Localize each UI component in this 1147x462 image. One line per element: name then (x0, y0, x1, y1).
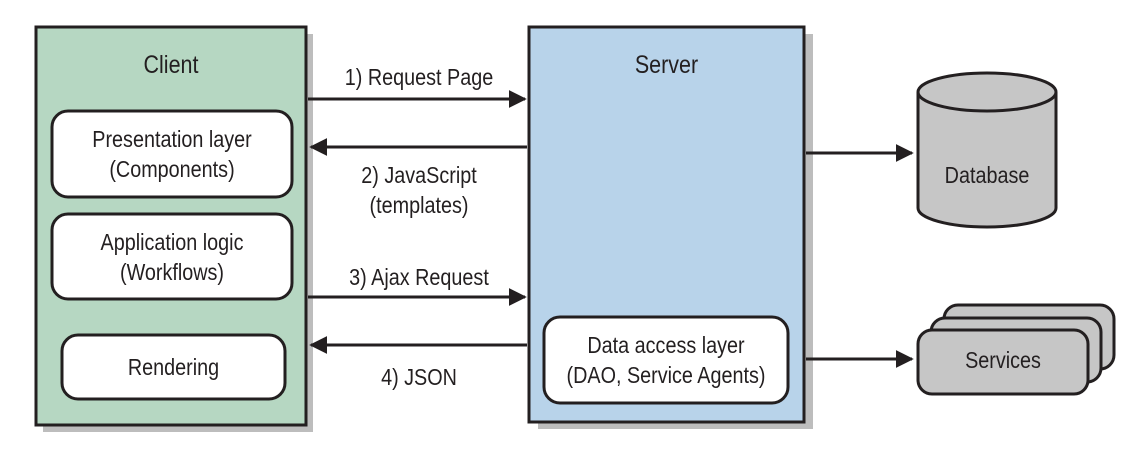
javascript-label: 2) JavaScript (templates) (361, 162, 477, 218)
application-logic-label: Application logic (Workflows) (100, 229, 244, 285)
database-icon (916, 71, 1058, 229)
request-page-label: 1) Request Page (344, 64, 494, 90)
rendering-box (60, 333, 287, 401)
rendering-label: Rendering (127, 354, 220, 380)
presentation-layer-label: Presentation layer (Components) (92, 126, 252, 182)
server-title: Server (634, 51, 699, 79)
services-label: Services (965, 347, 1041, 373)
data-access-layer-box (542, 315, 790, 405)
ajax-request-label: 3) Ajax Request (349, 264, 489, 290)
services-stack-icon (916, 303, 1116, 396)
client-title: Client (143, 51, 199, 79)
database-label: Database (944, 162, 1030, 188)
presentation-layer-box (50, 109, 294, 199)
application-logic-box (50, 212, 294, 301)
json-label: 4) JSON (381, 364, 457, 390)
data-access-layer-label: Data access layer (DAO, Service Agents) (566, 332, 766, 388)
